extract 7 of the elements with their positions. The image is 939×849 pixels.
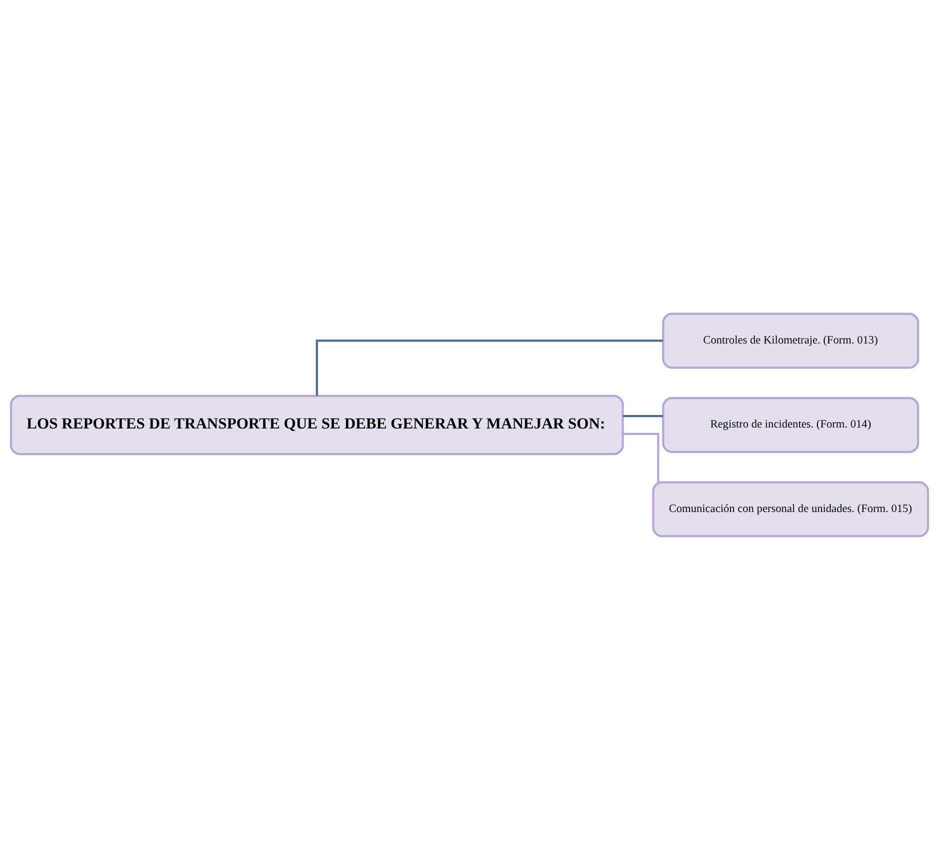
node-box: LOS REPORTES DE TRANSPORTE QUE SE DEBE GENERAR Y MANEJAR SON:	[10, 394, 624, 455]
node-box: Registro de incidentes. (Form. 014)	[662, 396, 920, 452]
connector	[622, 414, 663, 417]
connector	[316, 339, 664, 396]
node-box: Controles de Kilometraje. (Form. 013)	[662, 312, 920, 368]
node-box: Comunicación con personal de unidades. (Form. 015)	[652, 480, 930, 537]
connector	[622, 432, 660, 482]
